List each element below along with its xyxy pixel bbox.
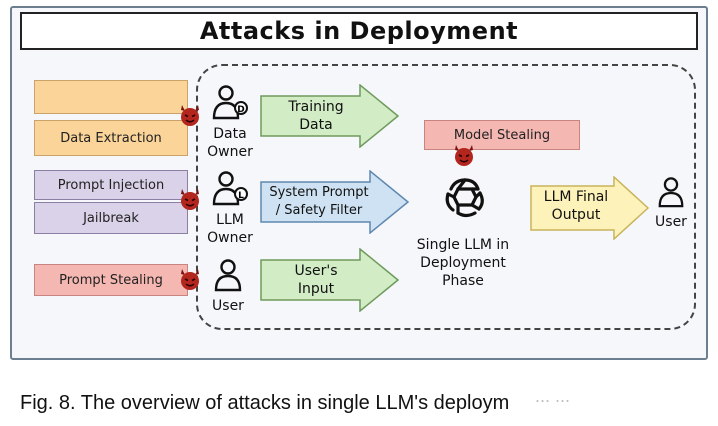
arrow-llm-final-output bbox=[530, 176, 650, 240]
actor-llm-owner-line2: Owner bbox=[207, 230, 253, 246]
arrow-llm-final-output-line2: Output bbox=[551, 207, 601, 223]
user-icon bbox=[658, 177, 684, 208]
figure-caption: Fig. 8. The overview of attacks in singl… bbox=[20, 392, 510, 414]
actor-data-owner-line1: Data bbox=[213, 126, 247, 142]
arrow-users-input-line2: Input bbox=[297, 281, 335, 297]
devil-icon bbox=[181, 269, 199, 290]
arrow-system-prompt-line2: / Safety Filter bbox=[275, 203, 363, 218]
attack-jailbreak-label: Jailbreak bbox=[83, 210, 139, 226]
arrow-users-input bbox=[260, 248, 400, 312]
llm-owner-icon: L bbox=[212, 171, 248, 206]
attack-model-stealing-label: Model Stealing bbox=[453, 127, 551, 143]
arrow-system-prompt-line1: System Prompt bbox=[269, 185, 369, 200]
attack-prompt-injection: Prompt Injection bbox=[34, 170, 188, 200]
llm-label-line3: Phase bbox=[442, 273, 484, 289]
attack-prompt-injection-label: Prompt Injection bbox=[57, 177, 165, 193]
attack-prompt-stealing-label: Prompt Stealing bbox=[59, 272, 163, 288]
svg-text:D: D bbox=[237, 105, 244, 115]
arrow-llm-final-output-label: LLM Final Output bbox=[532, 188, 620, 224]
arrow-training-data-line1: Training bbox=[288, 99, 344, 115]
arrow-training-data-label: Training Data bbox=[266, 98, 366, 134]
llm-label: Single LLM in Deployment Phase bbox=[398, 236, 528, 290]
actor-user-output-label: User bbox=[655, 214, 687, 230]
attack-box-blank bbox=[34, 80, 188, 114]
openai-logo-icon bbox=[445, 178, 484, 218]
llm-label-line1: Single LLM in bbox=[416, 237, 510, 253]
actor-user-output: User bbox=[648, 176, 694, 230]
arrow-users-input-label: User's Input bbox=[266, 262, 366, 298]
actor-llm-owner: L LLM Owner bbox=[200, 170, 260, 246]
attack-jailbreak: Jailbreak bbox=[34, 202, 188, 234]
attack-model-stealing: Model Stealing bbox=[424, 120, 580, 150]
watermark: ... ... bbox=[535, 386, 571, 406]
user-icon bbox=[214, 259, 242, 292]
title-bar: Attacks in Deployment bbox=[20, 12, 698, 50]
arrow-llm-final-output-line1: LLM Final bbox=[543, 189, 609, 205]
arrow-system-prompt-label: System Prompt / Safety Filter bbox=[264, 184, 374, 220]
devil-icon bbox=[181, 105, 199, 126]
attack-prompt-stealing: Prompt Stealing bbox=[34, 264, 188, 296]
attack-data-extraction-label: Data Extraction bbox=[60, 130, 162, 146]
arrow-users-input-line1: User's bbox=[294, 263, 338, 279]
arrow-training-data bbox=[260, 84, 400, 148]
devil-icon bbox=[181, 189, 199, 210]
actor-user-input: User bbox=[200, 258, 256, 314]
arrow-system-prompt bbox=[260, 170, 410, 234]
actor-llm-owner-line1: LLM bbox=[216, 212, 244, 228]
arrow-training-data-line2: Data bbox=[299, 117, 333, 133]
actor-data-owner: D Data Owner bbox=[200, 84, 260, 160]
actor-data-owner-line2: Owner bbox=[207, 144, 253, 160]
attack-data-extraction: Data Extraction bbox=[34, 120, 188, 156]
data-owner-icon: D bbox=[212, 85, 248, 120]
diagram-title: Attacks in Deployment bbox=[199, 17, 519, 45]
actor-user-input-label: User bbox=[212, 298, 244, 314]
llm-label-line2: Deployment bbox=[420, 255, 506, 271]
devil-icon bbox=[455, 145, 473, 166]
svg-text:L: L bbox=[238, 191, 244, 201]
